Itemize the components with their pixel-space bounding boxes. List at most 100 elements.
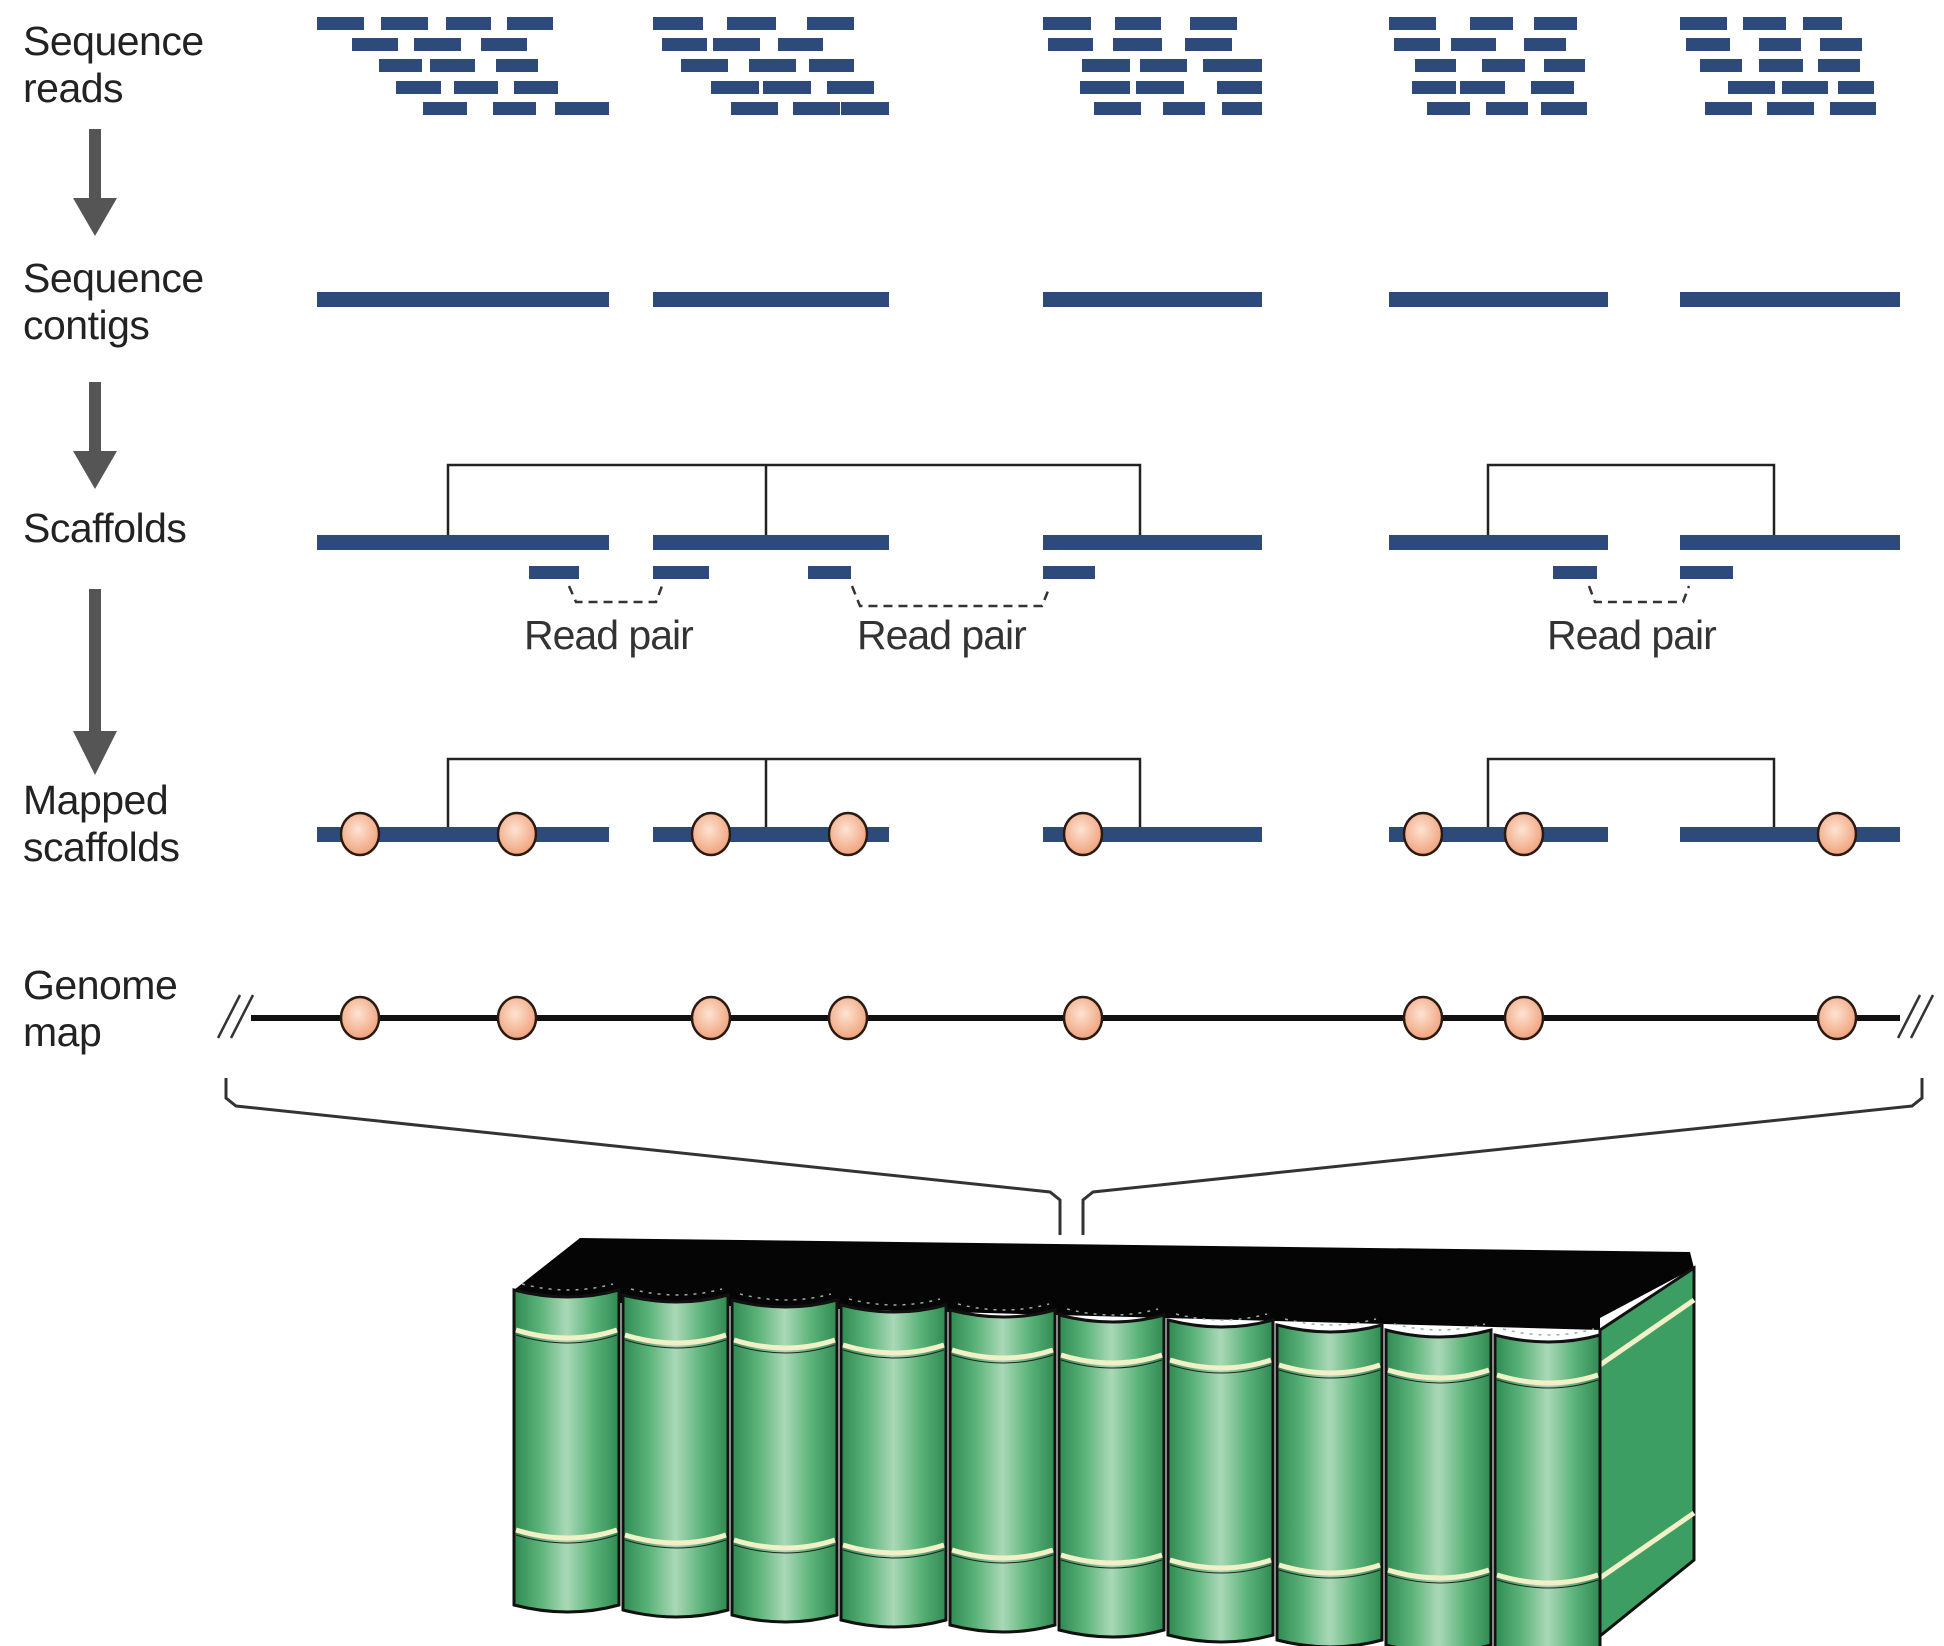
sequence-read [396, 81, 441, 94]
bookshelf-books [512, 1238, 1696, 1646]
sequence-read [430, 59, 475, 72]
genome-brace [224, 1078, 1924, 1235]
sequence-read [1460, 81, 1505, 94]
sequence-read [1080, 81, 1130, 94]
map-marker [1402, 995, 1444, 1041]
label-sequence-contigs: Sequence contigs [23, 255, 204, 349]
book-top-edge [1175, 1313, 1268, 1321]
book-band [1496, 1372, 1599, 1386]
sequence-read [1412, 81, 1456, 94]
sequence-read [1767, 102, 1814, 115]
label-line: reads [23, 65, 124, 111]
book-band-edge [1169, 1364, 1272, 1374]
scaffold-contig [1043, 535, 1262, 550]
sequence-read [653, 17, 703, 30]
book-band [1169, 1557, 1272, 1571]
sequence-read [1482, 59, 1525, 72]
sequence-read [827, 81, 874, 94]
sequence-read [1830, 102, 1876, 115]
sequence-read [454, 81, 498, 94]
map-marker [496, 811, 538, 857]
book [839, 1298, 948, 1629]
paired-read [1680, 566, 1733, 579]
scaffolds-group [317, 463, 1900, 608]
sequence-read [493, 102, 536, 115]
sequence-read [555, 102, 609, 115]
sequence-read [1838, 81, 1874, 94]
scaffold-bracket [446, 463, 1142, 535]
genome-map-group [216, 994, 1935, 1041]
sequence-read [1163, 102, 1205, 115]
book [1493, 1328, 1602, 1646]
label-line: contigs [23, 302, 150, 348]
book-band-edge [1278, 1369, 1381, 1379]
map-marker [1503, 811, 1545, 857]
book-band [1060, 1352, 1163, 1366]
sequence-read [1759, 59, 1803, 72]
sequence-read [1470, 17, 1513, 30]
sequence-read [1043, 17, 1091, 30]
book-band-edge [1060, 1359, 1163, 1369]
read-pair-link [1587, 585, 1691, 604]
sequence-read [1803, 17, 1842, 30]
sequence-read [1680, 17, 1727, 30]
map-marker [1402, 811, 1444, 857]
sequence-read [1113, 38, 1162, 51]
book-spine [1166, 1318, 1275, 1644]
sequence-read [749, 59, 796, 72]
book [512, 1283, 621, 1614]
book-spine [1493, 1333, 1602, 1646]
book-band [951, 1547, 1054, 1561]
book-band-edge [733, 1544, 836, 1554]
book-band-edge [624, 1539, 727, 1549]
book-top-edge [521, 1283, 614, 1291]
mapped-scaffolds-group [317, 757, 1900, 857]
book [1057, 1308, 1166, 1639]
map-marker [496, 995, 538, 1041]
label-genome-map: Genome map [23, 962, 178, 1056]
sequence-read [1700, 59, 1742, 72]
book-spine [1275, 1323, 1384, 1646]
sequence-read [1820, 38, 1862, 51]
sequence-read [514, 81, 558, 94]
book-band-edge [1278, 1569, 1381, 1579]
sequence-read [1728, 81, 1775, 94]
sequence-read [1427, 102, 1470, 115]
map-marker [1816, 811, 1858, 857]
map-marker [690, 811, 732, 857]
label-mapped-scaffolds: Mapped scaffolds [23, 777, 180, 871]
sequence-read [807, 17, 854, 30]
sequence-read [1818, 59, 1860, 72]
sequence-read [414, 38, 461, 51]
sequence-read [1389, 17, 1436, 30]
book-spine [730, 1298, 839, 1624]
break-mark [229, 994, 255, 1039]
book-band [842, 1542, 945, 1556]
map-marker [1062, 995, 1104, 1041]
sequence-read [1048, 38, 1093, 51]
sequence-read [1544, 59, 1585, 72]
sequence-read [1222, 102, 1262, 115]
label-line: scaffolds [23, 824, 180, 870]
book [1275, 1318, 1384, 1646]
book-top-edge [739, 1293, 832, 1301]
sequence-read [423, 102, 467, 115]
break-mark [1909, 994, 1935, 1039]
scaffold-contig [653, 535, 889, 550]
sequence-read [1136, 81, 1184, 94]
contig [1043, 292, 1262, 307]
sequence-read [1541, 102, 1587, 115]
book-top-edge [1066, 1308, 1159, 1316]
book-side-band [1598, 1297, 1696, 1368]
map-marker [1062, 811, 1104, 857]
contig [1680, 292, 1900, 307]
book [730, 1293, 839, 1624]
sequence-read [681, 59, 728, 72]
book-band [733, 1537, 836, 1551]
sequence-read [778, 38, 823, 51]
map-marker [339, 811, 381, 857]
book-top-edge [1393, 1323, 1486, 1331]
scaffold-contig [317, 535, 609, 550]
book [1166, 1313, 1275, 1644]
book-side-cover [1598, 1265, 1696, 1640]
